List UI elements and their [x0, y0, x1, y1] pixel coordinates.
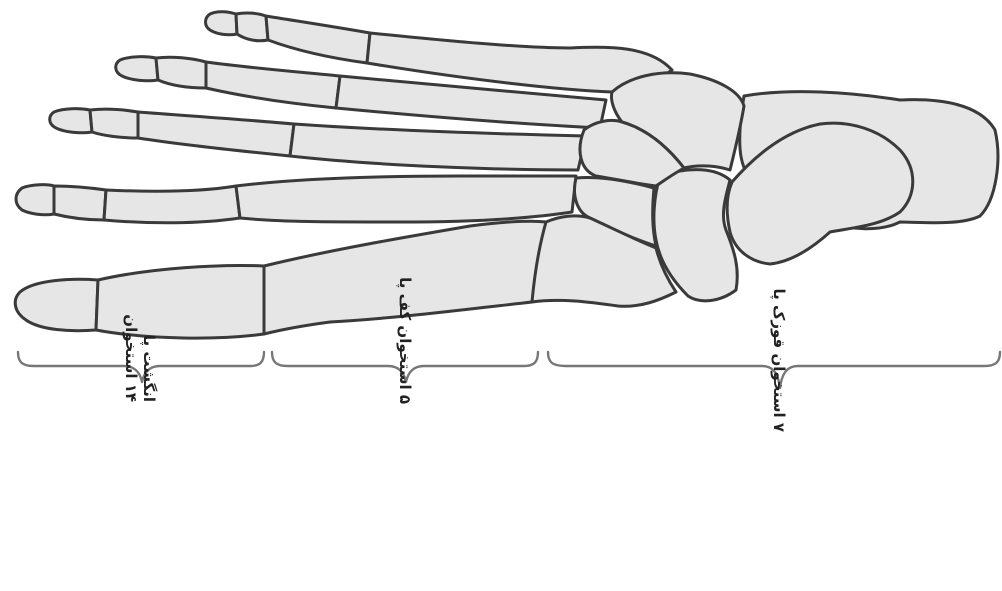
label-metatarsals: ۵ استخوان کف پا: [395, 277, 414, 404]
label-phalanges-line1: ۱۴ استخوان: [122, 314, 140, 402]
middle-phalanx-toe-3: [90, 109, 138, 138]
proximal-phalanx-toe-2: [206, 62, 340, 108]
proximal-phalanx-toe-3: [138, 112, 294, 156]
label-tarsals: ۷ استخوان قوزک پا: [769, 289, 788, 432]
group-braces: [18, 352, 1000, 388]
distal-phalanx-toe-2: [116, 57, 158, 81]
distal-phalanx-toe-5: [15, 279, 98, 330]
metatarsal-4: [236, 176, 576, 222]
toe-4: [16, 176, 576, 223]
distal-phalanx-toe-1: [206, 12, 238, 35]
middle-phalanx-toe-1: [236, 13, 268, 41]
proximal-phalanx-toe-1: [266, 16, 370, 63]
label-phalanges-line2: انگشت پا: [139, 335, 158, 402]
middle-phalanx-toe-4: [54, 186, 106, 220]
metatarsal-3: [290, 124, 586, 170]
distal-phalanx-toe-4: [16, 185, 54, 215]
distal-phalanx-toe-3: [50, 109, 92, 133]
proximal-phalanx-toe-4: [104, 186, 240, 223]
proximal-phalanx-toe-5: [96, 266, 264, 339]
middle-phalanx-toe-2: [156, 57, 206, 88]
toe-5: [15, 221, 546, 338]
